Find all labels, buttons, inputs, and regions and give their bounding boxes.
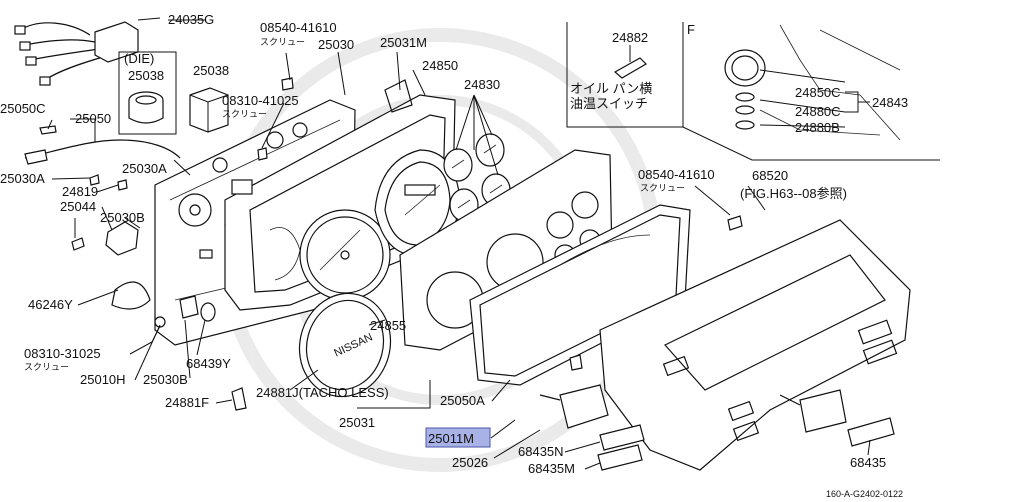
- switch-assemblies: [539, 384, 895, 471]
- label-25038-die: 25038: [128, 68, 164, 83]
- part-25038-drawing: [189, 87, 229, 133]
- case-25031M: [224, 79, 456, 311]
- label-25031M: 25031M: [380, 35, 427, 50]
- footer-code: 160-A-G2402-0122: [826, 489, 903, 499]
- label-25050C: 25050C: [0, 101, 46, 116]
- label-24880C: 24880C: [795, 104, 841, 119]
- label-die: (DIE): [124, 51, 154, 66]
- label-25030B-1: 25030B: [100, 210, 145, 225]
- label-25026: 25026: [452, 455, 488, 470]
- label-25030B-2: 25030B: [143, 372, 188, 387]
- label-46246Y: 46246Y: [28, 297, 73, 312]
- label-screw-bot: スクリュー: [24, 362, 69, 372]
- label-section-f: F: [687, 22, 695, 37]
- label-24819: 24819: [62, 184, 98, 199]
- tachometer-gauge: [299, 209, 391, 301]
- label-25010H: 25010H: [80, 372, 126, 387]
- label-25030A-2: 25030A: [0, 171, 45, 186]
- label-24035G: 24035G: [168, 12, 214, 27]
- label-25044: 25044: [60, 199, 96, 214]
- label-25050: 25050: [75, 111, 111, 126]
- label-68435M: 68435M: [528, 461, 575, 476]
- label-25038: 25038: [193, 63, 229, 78]
- label-24855: 24855: [370, 318, 406, 333]
- nissan-badge-24855: NISSAN: [298, 292, 392, 398]
- label-25050A: 25050A: [440, 393, 485, 408]
- label-08540-right: 08540-41610: [638, 167, 715, 182]
- highlight-25011M: [425, 427, 491, 448]
- speedo-cable-drawing: [24, 125, 181, 165]
- label-25031: 25031: [339, 415, 375, 430]
- label-screw-right: スクリュー: [640, 183, 685, 193]
- label-24850C: 24850C: [795, 85, 841, 100]
- label-screw-top: スクリュー: [260, 37, 305, 47]
- label-24881F: 24881F: [165, 395, 209, 410]
- label-24882: 24882: [612, 30, 648, 45]
- cluster-lid-68520: [599, 219, 911, 471]
- label-25011M: 25011M: [428, 431, 474, 446]
- label-24881J: 24881J(TACHO LESS): [256, 385, 389, 400]
- label-08310-top: 08310-41025: [222, 93, 299, 108]
- label-08310-bot: 08310-31025: [24, 346, 101, 361]
- label-oil-switch-2: 油温スイッチ: [570, 96, 648, 111]
- label-24850: 24850: [422, 58, 458, 73]
- label-screw-mid: スクリュー: [222, 109, 267, 119]
- section-f-frame: [682, 24, 940, 161]
- label-68435: 68435: [850, 455, 886, 470]
- label-25030: 25030: [318, 37, 354, 52]
- label-68520: 68520: [752, 168, 788, 183]
- label-68439Y: 68439Y: [186, 356, 231, 371]
- label-24830: 24830: [464, 77, 500, 92]
- label-24843: 24843: [872, 95, 908, 110]
- die-sensor-group: [118, 51, 177, 135]
- leader-lines: [47, 19, 871, 470]
- part-labels: 24035G (DIE) 25038 25038 08540-41610 スクリ…: [0, 12, 908, 499]
- label-68435N: 68435N: [518, 444, 564, 459]
- label-oil-switch-1: オイル パン横: [570, 81, 652, 96]
- label-24880B: 24880B: [795, 120, 840, 135]
- small-parts: [71, 77, 743, 411]
- label-08540-top: 08540-41610: [260, 20, 337, 35]
- label-fig-ref: (FIG.H63--08参照): [740, 186, 847, 201]
- label-25030A-1: 25030A: [122, 161, 167, 176]
